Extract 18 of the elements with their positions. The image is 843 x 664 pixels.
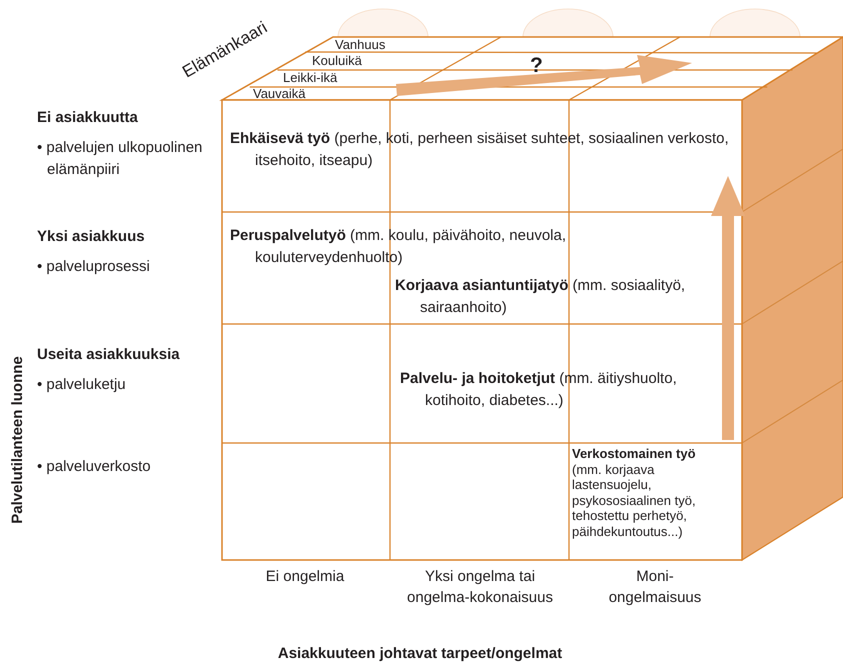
bullet-item: • palvelujen ulkopuolinen elämänpiiri	[37, 138, 204, 180]
column-label: Moni-ongelmaisuus	[608, 567, 702, 608]
axis-title: Asiakkuuteen johtavat tarpeet/ongelmat	[276, 644, 564, 664]
row-label: Vauvaikä	[253, 86, 307, 102]
column-label: Ei ongelmia	[264, 567, 346, 587]
work-description: Verkostomainen työ (mm. korjaava lastensuojelu, psykososiaalinen työ, tehostettu perhetyö, päihdekuntoutus...)	[572, 446, 697, 539]
category-heading: Yksi asiakkuus	[37, 227, 146, 247]
bullet-item: • palveluketju	[37, 375, 127, 395]
axis-title: Palvelutilanteen luonne	[8, 355, 27, 526]
row-label: Vanhuus	[335, 37, 386, 53]
row-label: Leikki-ikä	[283, 70, 338, 86]
bullet-item: • palveluprosessi	[37, 257, 151, 277]
work-description: Korjaava asiantuntijatyö (mm. sosiaalityö, sairaanhoito)	[395, 276, 686, 318]
category-heading: Useita asiakkuuksia	[37, 345, 181, 365]
category-heading: Ei asiakkuutta	[37, 108, 139, 128]
row-label: Kouluikä	[312, 53, 363, 69]
bullet-item: • palveluverkosto	[37, 457, 152, 477]
column-label: Yksi ongelma tai ongelma-kokonaisuus	[406, 567, 554, 608]
